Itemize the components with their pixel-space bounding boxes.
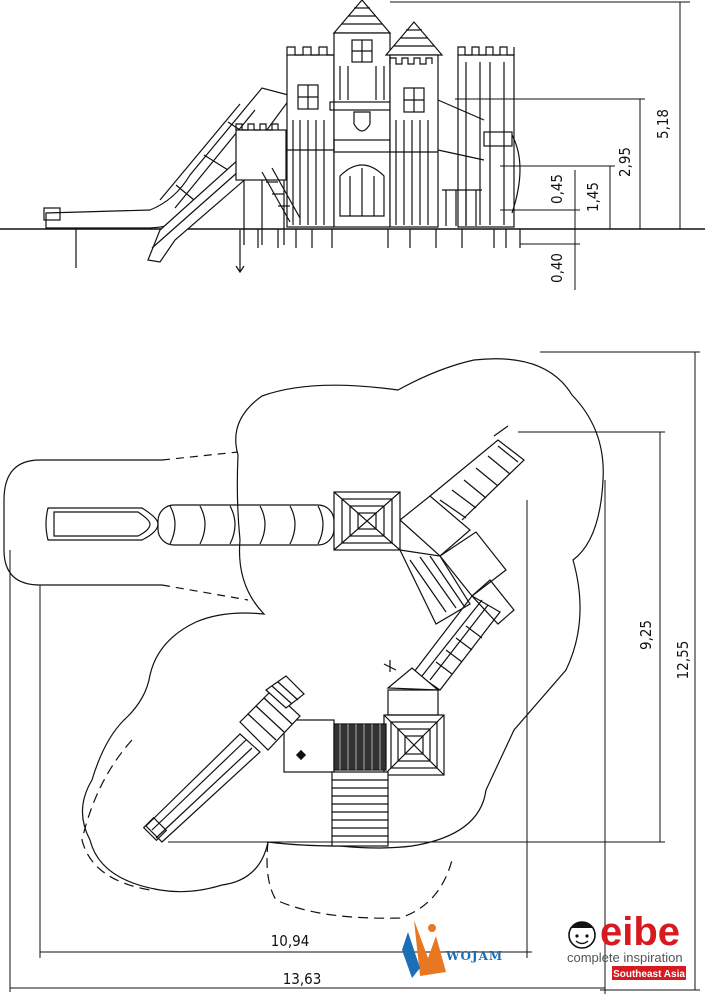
elevation-dimension-lines bbox=[390, 1, 690, 290]
eibe-badge-text: Southeast Asia bbox=[613, 969, 685, 980]
dim-width-inner: 10,94 bbox=[271, 932, 310, 950]
wojam-wordmark: WOJAM bbox=[445, 949, 503, 963]
plan-diagonal-bridges bbox=[383, 425, 525, 691]
dim-depth-foundation: 0,40 bbox=[548, 253, 566, 283]
wojam-logo: WOJAM bbox=[402, 920, 503, 978]
elevation-side-structure bbox=[235, 123, 301, 245]
dim-depth-inner: 9,25 bbox=[637, 620, 655, 650]
dim-height-low: 0,45 bbox=[548, 174, 566, 204]
elevation-left-tower bbox=[286, 46, 336, 228]
plan-left-slide bbox=[142, 675, 305, 843]
plan-central-deck bbox=[283, 719, 387, 773]
plan-upper-tower bbox=[333, 491, 401, 551]
plan-safety-zone bbox=[81, 358, 604, 893]
elevation-lower-slide bbox=[147, 157, 257, 274]
elevation-right-towers bbox=[437, 46, 521, 228]
elevation-right-roof-tower bbox=[384, 21, 444, 228]
plan-dimension-lines bbox=[9, 351, 700, 994]
eibe-tagline: complete inspiration bbox=[567, 950, 683, 965]
eibe-wordmark: eibe bbox=[600, 910, 680, 954]
dim-height-platform: 2,95 bbox=[616, 147, 634, 177]
elevation-view bbox=[0, 0, 705, 290]
elevation-posts bbox=[257, 229, 521, 248]
dim-depth-outer: 12,55 bbox=[674, 641, 692, 680]
plan-slide-zone bbox=[3, 459, 162, 586]
plan-lower-tower bbox=[383, 667, 445, 776]
elevation-central-tower bbox=[329, 0, 395, 228]
plan-view bbox=[3, 351, 700, 994]
dim-height-mid: 1,45 bbox=[584, 182, 602, 212]
eibe-logo: eibe complete inspiration Southeast Asia bbox=[567, 910, 686, 980]
eibe-mascot-icon bbox=[568, 921, 596, 949]
dim-height-total: 5,18 bbox=[654, 109, 672, 139]
eibe-badge bbox=[612, 966, 686, 980]
dim-width-outer: 13,63 bbox=[283, 970, 322, 988]
plan-tube-slide bbox=[45, 504, 335, 546]
plan-ramp bbox=[331, 771, 389, 847]
